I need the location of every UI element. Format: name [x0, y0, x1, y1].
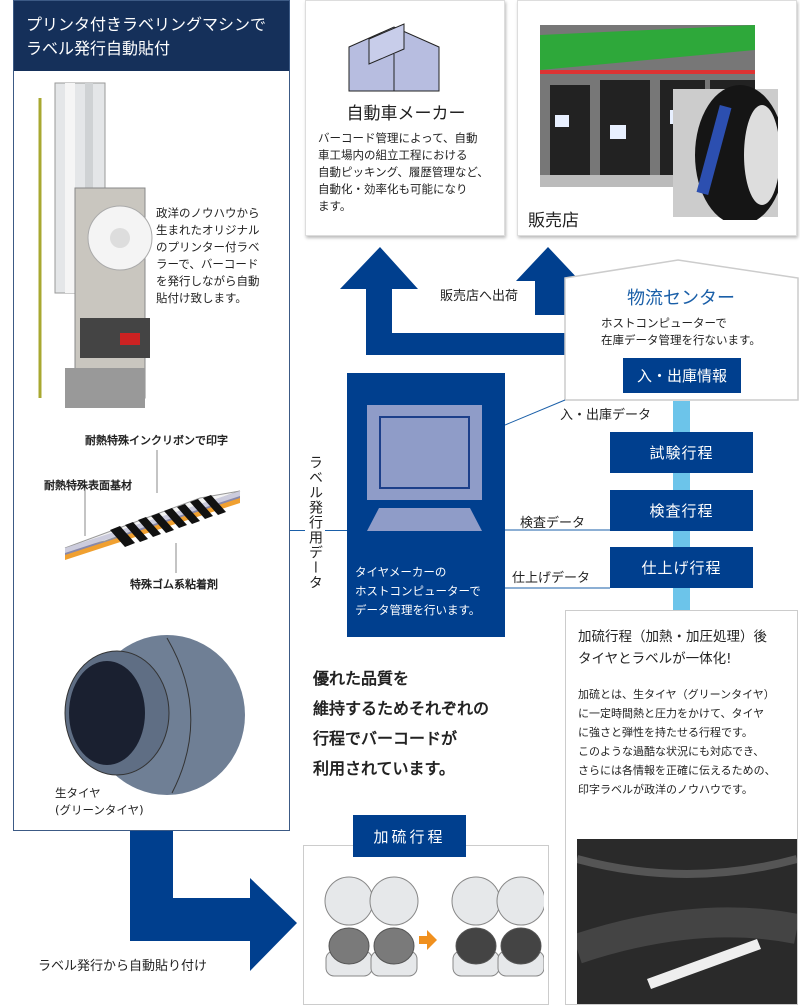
vulcanization-title: 加硫行程 — [353, 815, 466, 857]
store-title: 販売店 — [528, 211, 579, 231]
desc-line: 政洋のノウハウから — [156, 206, 260, 220]
desc-line: バーコード管理によって、自動 — [318, 131, 478, 145]
desc-line: 貼付け致します。 — [156, 291, 247, 305]
arrow-to-store — [516, 247, 580, 315]
adhesive-label: 特殊ゴム系粘着剤 — [130, 578, 218, 591]
desc-line: ホストコンピューターで — [355, 584, 481, 598]
desc-line: 車工場内の組立工程における — [318, 148, 468, 162]
desc-line: 自動ピッキング、履歴管理など、 — [318, 165, 489, 179]
body-line: 印字ラベルが政洋のノウハウです。 — [578, 783, 753, 796]
host-computer-box: タイヤメーカーの ホストコンピューターで データ管理を行います。 — [347, 373, 505, 637]
header-line2: ラベル発行自動貼付 — [26, 39, 171, 58]
message-line: 優れた品質を — [313, 669, 410, 688]
auto-apply-label: ラベル発行から自動貼り付け — [38, 959, 208, 974]
inout-info-button: 入・出庫情報 — [623, 358, 741, 393]
desc-line: を発行しながら自動 — [156, 274, 260, 288]
process-inspection: 検査行程 — [610, 490, 753, 531]
ship-arrows — [340, 247, 580, 355]
caption-line: 生タイヤ — [55, 786, 101, 800]
body-line: さらには各情報を正確に伝えるための、 — [578, 764, 776, 777]
logistics-title: 物流センター — [627, 288, 735, 309]
process-test: 試験行程 — [610, 432, 753, 473]
body-line: 加硫とは、生タイヤ（グリーンタイヤ） — [578, 688, 775, 701]
store-photo — [540, 25, 778, 220]
car-maker-title: 自動車メーカー — [346, 104, 466, 124]
data-connectors — [505, 399, 610, 589]
machine-description: 政洋のノウハウから 生まれたオリジナル のプリンター付ラベ ラーで、バーコード … — [156, 205, 260, 307]
vulcanization-press-image — [324, 876, 544, 977]
desc-line: 自動化・効率化も可能になり — [318, 182, 468, 196]
left-panel-header: プリンタ付きラベリングマシンで ラベル発行自動貼付 — [14, 1, 289, 71]
ink-ribbon-label: 耐熱特殊インクリボンで印字 — [85, 434, 228, 447]
label-data-vertical-text: ラベル発行用データ — [305, 455, 325, 590]
body-line: に強さと弾性を持たせる行程です。 — [578, 726, 753, 739]
car-maker-description: バーコード管理によって、自動 車工場内の組立工程における 自動ピッキング、履歴管… — [318, 130, 489, 215]
barcode-label-diagram — [64, 450, 241, 573]
vulcanization-info-body: 加硫とは、生タイヤ（グリーンタイヤ） に一定時間熱と圧力をかけて、タイヤ に強さ… — [578, 685, 776, 799]
factory-building-icon — [348, 23, 440, 92]
message-line: 行程でバーコードが — [313, 729, 458, 748]
logistics-description: ホストコンピューターで 在庫データ管理を行ないます。 — [601, 315, 761, 349]
finishing-data-label: 仕上げデータ — [512, 571, 591, 586]
vulcanization-info-title: 加硫行程（加熱・加圧処理）後 タイヤとラベルが一体化! — [578, 626, 767, 670]
inout-data-label: 入・出庫データ — [560, 408, 652, 423]
auto-apply-arrow — [130, 831, 297, 971]
desc-line: ホストコンピューターで — [601, 316, 727, 330]
header-line1: プリンタ付きラベリングマシンで — [26, 15, 267, 34]
desc-line: ラーで、バーコード — [156, 257, 259, 271]
ship-to-store-label: 販売店へ出荷 — [440, 289, 519, 304]
vulcanization-info-card: 加硫行程（加熱・加圧処理）後 タイヤとラベルが一体化! 加硫とは、生タイヤ（グリ… — [565, 610, 798, 1005]
inspection-data-label: 検査データ — [520, 516, 586, 531]
arrow-to-car-maker — [340, 247, 565, 355]
desc-line: のプリンター付ラベ — [156, 240, 260, 254]
message-line: 維持するためそれぞれの — [313, 699, 490, 718]
surface-label: 耐熱特殊表面基材 — [44, 479, 132, 492]
host-computer-description: タイヤメーカーの ホストコンピューターで データ管理を行います。 — [355, 563, 481, 620]
left-panel: プリンタ付きラベリングマシンで ラベル発行自動貼付 — [13, 0, 290, 831]
process-finishing: 仕上げ行程 — [610, 547, 753, 588]
computer-icon — [367, 405, 482, 531]
desc-line: ます。 — [318, 199, 352, 213]
vulcanization-process-card — [303, 845, 549, 1005]
process-arrow-icon — [419, 930, 437, 950]
quality-message: 優れた品質を 維持するためそれぞれの 行程でバーコードが 利用されています。 — [313, 664, 489, 784]
desc-line: 在庫データ管理を行ないます。 — [601, 333, 761, 347]
desc-line: タイヤメーカーの — [355, 565, 447, 579]
car-maker-card: 自動車メーカー バーコード管理によって、自動 車工場内の組立工程における 自動ピ… — [305, 0, 505, 236]
labeling-machine-image — [38, 82, 153, 408]
body-line: に一定時間熱と圧力をかけて、タイヤ — [578, 707, 765, 720]
green-tire-image — [64, 635, 245, 795]
tire-label-photo — [577, 839, 797, 1004]
desc-line: 生まれたオリジナル — [156, 223, 260, 237]
green-tire-caption: 生タイヤ (グリーンタイヤ) — [55, 785, 144, 819]
body-line: このような過酷な状況にも対応でき、 — [578, 745, 765, 758]
caption-line: (グリーンタイヤ) — [55, 803, 144, 817]
store-card: 販売店 — [517, 0, 797, 236]
message-line: 利用されています。 — [313, 759, 455, 778]
title-line: タイヤとラベルが一体化! — [578, 651, 732, 667]
desc-line: データ管理を行います。 — [355, 603, 481, 617]
title-line: 加硫行程（加熱・加圧処理）後 — [578, 629, 767, 645]
